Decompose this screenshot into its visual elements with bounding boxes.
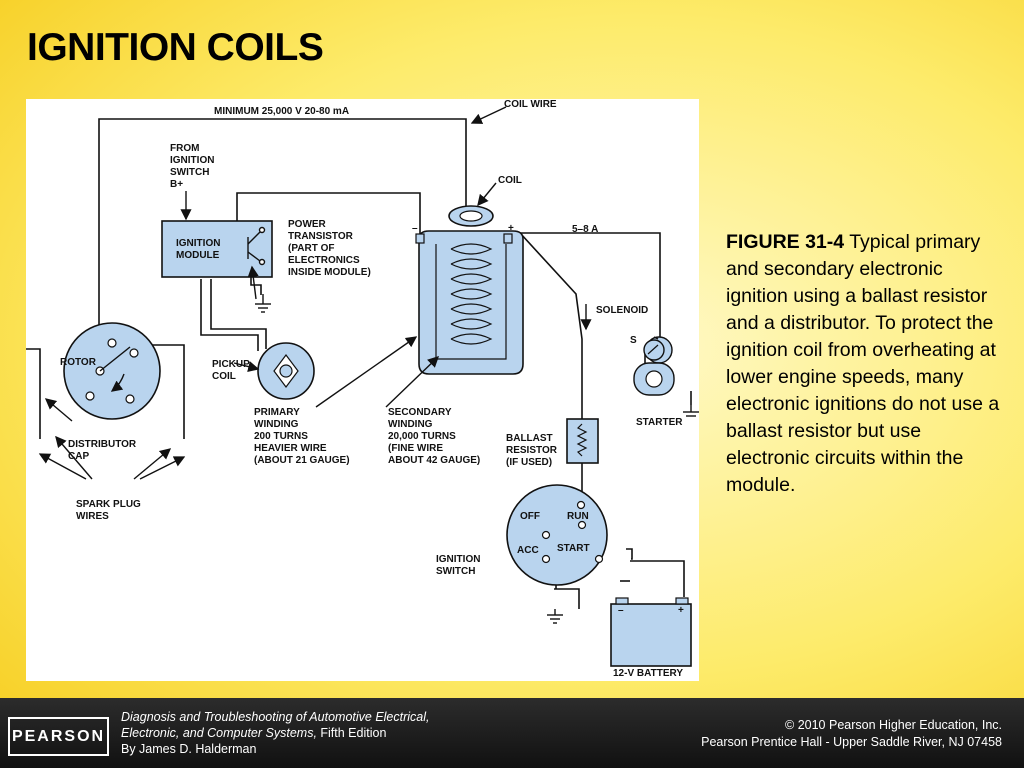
caption-text: Typical primary and secondary electronic… xyxy=(726,231,1000,496)
label-switch-start: START xyxy=(557,543,590,554)
label-power-transistor-2: TRANSISTOR xyxy=(288,231,354,242)
label-battery-minus: – xyxy=(618,605,624,616)
label-spark-plug-wires-1: SPARK PLUG xyxy=(76,499,141,510)
distributor-cap xyxy=(63,322,161,420)
label-min-voltage: MINIMUM 25,000 V 20-80 mA xyxy=(214,106,349,117)
label-battery-plus: + xyxy=(678,605,684,616)
battery xyxy=(610,597,692,667)
label-ballast-3: (IF USED) xyxy=(506,457,552,468)
ignition-module xyxy=(161,220,273,278)
label-pickup-coil-2: COIL xyxy=(212,371,236,382)
label-switch-acc: ACC xyxy=(517,545,539,556)
ballast-resistor xyxy=(566,418,599,464)
label-coil-plus: + xyxy=(508,223,514,234)
label-coil: COIL xyxy=(498,175,522,186)
ignition-diagram-figure: MINIMUM 25,000 V 20-80 mA COIL WIRE FROM… xyxy=(26,99,699,681)
ground-symbols xyxy=(255,294,699,624)
label-coil-minus: – xyxy=(412,223,418,234)
label-ballast-2: RESISTOR xyxy=(506,445,558,456)
label-ballast-1: BALLAST xyxy=(506,433,553,444)
label-secondary-winding-3: 20,000 TURNS xyxy=(388,431,456,442)
label-solenoid: SOLENOID xyxy=(596,305,648,316)
label-power-transistor-4: ELECTRONICS xyxy=(288,255,360,266)
label-from-switch-3: SWITCH xyxy=(170,167,209,178)
book-author: By James D. Halderman xyxy=(121,742,257,756)
copyright-line1: © 2010 Pearson Higher Education, Inc. xyxy=(785,718,1002,732)
label-coil-wire: COIL WIRE xyxy=(504,99,557,110)
label-current: 5–8 A xyxy=(572,224,598,235)
label-primary-winding-4: HEAVIER WIRE xyxy=(254,443,327,454)
starter-solenoid xyxy=(643,336,673,364)
label-ignition-module-1: IGNITION xyxy=(176,238,220,249)
label-primary-winding-5: (ABOUT 21 GAUGE) xyxy=(254,455,350,466)
copyright-notice: © 2010 Pearson Higher Education, Inc. Pe… xyxy=(701,717,1002,751)
label-secondary-winding-5: ABOUT 42 GAUGE) xyxy=(388,455,480,466)
label-battery: 12-V BATTERY xyxy=(613,668,683,679)
label-primary-winding-3: 200 TURNS xyxy=(254,431,308,442)
label-from-switch-4: B+ xyxy=(170,179,183,190)
label-arrows xyxy=(38,106,659,480)
label-primary-winding-2: WINDING xyxy=(254,419,299,430)
label-ignition-module-2: MODULE xyxy=(176,250,220,261)
label-spark-plug-wires-2: WIRES xyxy=(76,511,109,522)
pickup-coil xyxy=(257,342,315,400)
label-power-transistor-3: (PART OF xyxy=(288,243,334,254)
label-from-switch-2: IGNITION xyxy=(170,155,214,166)
book-info: Diagnosis and Troubleshooting of Automot… xyxy=(121,709,430,757)
label-distributor-cap-1: DISTRIBUTOR xyxy=(68,439,137,450)
ignition-switch xyxy=(506,484,608,586)
label-ignition-switch-1: IGNITION xyxy=(436,554,480,565)
diagram-labels: MINIMUM 25,000 V 20-80 mA COIL WIRE FROM… xyxy=(60,99,684,679)
label-switch-run: RUN xyxy=(567,511,589,522)
copyright-line2: Pearson Prentice Hall - Upper Saddle Riv… xyxy=(701,735,1002,749)
label-from-switch-1: FROM xyxy=(170,143,199,154)
figure-label: FIGURE 31-4 xyxy=(726,231,845,253)
label-secondary-winding-2: WINDING xyxy=(388,419,433,430)
label-switch-off: OFF xyxy=(520,511,540,522)
label-power-transistor-5: INSIDE MODULE) xyxy=(288,267,371,278)
label-secondary-winding-1: SECONDARY xyxy=(388,407,452,418)
book-title-line2: Electronic, and Computer Systems, xyxy=(121,726,317,740)
pearson-logo: PEARSON xyxy=(8,717,109,756)
label-secondary-winding-4: (FINE WIRE xyxy=(388,443,443,454)
label-power-transistor-1: POWER xyxy=(288,219,327,230)
slide-title: IGNITION COILS xyxy=(27,26,324,69)
ignition-circuit-diagram: MINIMUM 25,000 V 20-80 mA COIL WIRE FROM… xyxy=(26,99,699,679)
label-s-terminal: S xyxy=(630,335,637,346)
label-ignition-switch-2: SWITCH xyxy=(436,566,475,577)
label-pickup-coil-1: PICKUP xyxy=(212,359,250,370)
figure-caption: FIGURE 31-4 Typical primary and secondar… xyxy=(726,229,1004,499)
footer-bar: PEARSON Diagnosis and Troubleshooting of… xyxy=(0,698,1024,768)
label-distributor-cap-2: CAP xyxy=(68,451,89,462)
label-primary-winding-1: PRIMARY xyxy=(254,407,300,418)
label-rotor: ROTOR xyxy=(60,357,97,368)
book-title-line1: Diagnosis and Troubleshooting of Automot… xyxy=(121,710,430,724)
label-starter: STARTER xyxy=(636,417,683,428)
ignition-coil xyxy=(415,205,524,375)
book-edition: Fifth Edition xyxy=(316,726,387,740)
starter-motor xyxy=(633,362,675,396)
transistor-symbol xyxy=(247,226,266,266)
